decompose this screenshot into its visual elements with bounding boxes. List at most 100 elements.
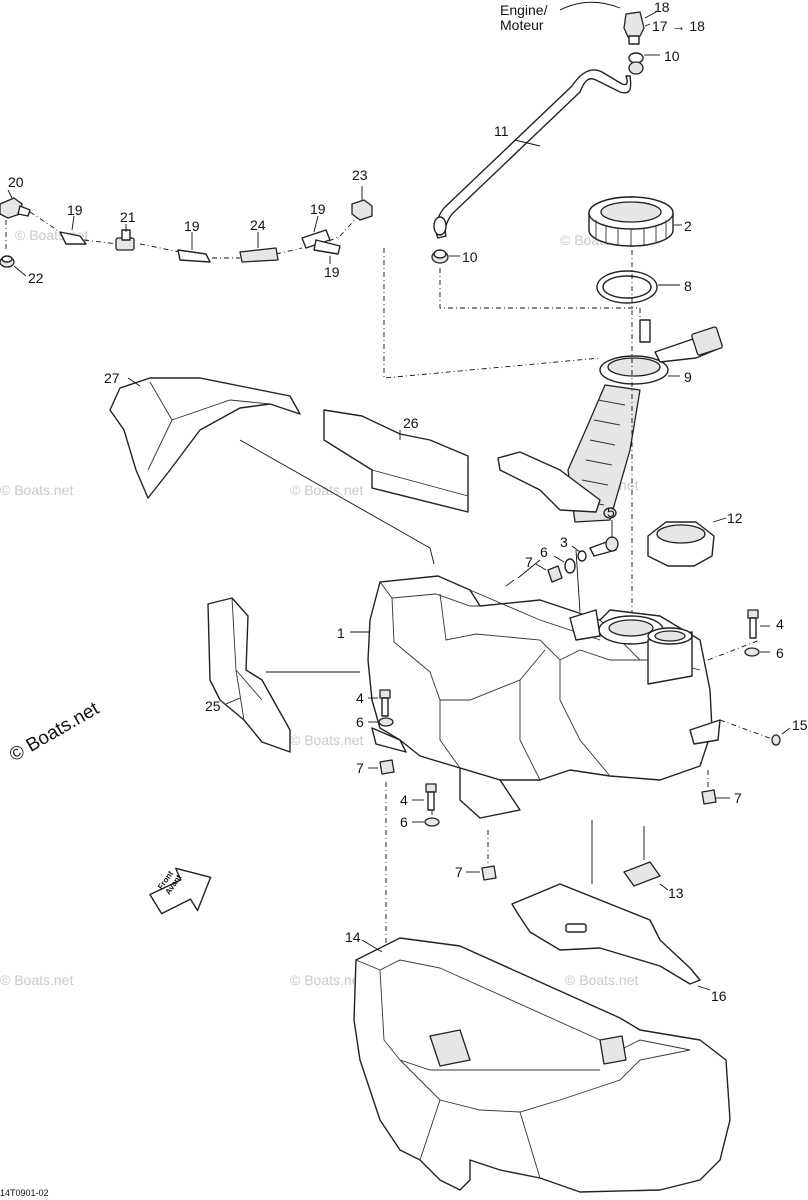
- callout-6: 6: [356, 714, 364, 730]
- callout-20: 20: [8, 174, 24, 190]
- leader-arrow: [505, 559, 541, 587]
- rollover-valve-23[interactable]: [351, 199, 373, 221]
- callout-7: 7: [455, 864, 463, 880]
- grommet-10-upper[interactable]: [628, 52, 644, 75]
- connector-24[interactable]: [239, 247, 279, 263]
- leader-arrow: [239, 439, 435, 565]
- leader-line: [313, 215, 319, 233]
- clip-15[interactable]: [771, 734, 781, 746]
- spacer-3[interactable]: [577, 550, 587, 562]
- callout-7: 7: [525, 554, 533, 570]
- heat-shield-26[interactable]: [323, 409, 469, 513]
- bolt-4-right[interactable]: [747, 609, 759, 639]
- callout-7: 7: [734, 790, 742, 806]
- tank-support-tray-14[interactable]: [353, 937, 731, 1193]
- callout-16: 16: [711, 988, 727, 1004]
- bolt-5[interactable]: [589, 536, 619, 557]
- skid-plate-16[interactable]: [511, 883, 701, 985]
- callout-14: 14: [345, 929, 361, 945]
- washer-6-upper[interactable]: [564, 558, 576, 574]
- nut-7-right[interactable]: [701, 789, 717, 805]
- callout-4: 4: [400, 792, 408, 808]
- axis-line: [383, 248, 601, 379]
- vent-line-path: [29, 211, 361, 259]
- callout-9: 9: [684, 369, 692, 385]
- watermark: © Boats.net: [0, 482, 73, 498]
- tee-fitting-21[interactable]: [115, 229, 135, 251]
- fuel-tank-1[interactable]: [367, 575, 721, 819]
- watermark: © Boats.net: [290, 482, 363, 498]
- grommet-10-lower[interactable]: [431, 249, 449, 264]
- locking-ring-2[interactable]: [588, 196, 674, 247]
- hose-19-d[interactable]: [313, 239, 341, 255]
- callout-4: 4: [356, 690, 364, 706]
- nut-7-upper[interactable]: [547, 565, 563, 583]
- callout-1: 1: [337, 625, 345, 641]
- leader-line: [127, 377, 141, 387]
- axis-line: [719, 719, 776, 741]
- watermark: © Boats.net: [290, 732, 363, 748]
- bolt-4-left[interactable]: [379, 689, 391, 717]
- leader-line: [361, 939, 383, 953]
- callout-10: 10: [664, 48, 680, 64]
- fuel-hose-11[interactable]: [433, 69, 632, 239]
- washer-6-left[interactable]: [378, 717, 394, 727]
- callout-5: 5: [607, 504, 615, 520]
- callout-26: 26: [403, 415, 419, 431]
- bolt-4-mid[interactable]: [425, 783, 437, 811]
- leader-line: [535, 563, 547, 571]
- leader-line: [13, 265, 27, 277]
- callout-19: 19: [324, 264, 340, 280]
- callout-2: 2: [684, 218, 692, 234]
- callout-19: 19: [310, 201, 326, 217]
- callout-24: 24: [250, 217, 266, 233]
- washer-6-right[interactable]: [744, 647, 760, 657]
- leader-line: [514, 139, 541, 147]
- leader-line: [571, 545, 581, 553]
- callout-19: 19: [184, 218, 200, 234]
- washer-6-mid[interactable]: [424, 817, 440, 827]
- axis-line: [431, 770, 709, 866]
- callout-17-to-18: 17 → 18: [652, 18, 705, 34]
- hose-19-a[interactable]: [59, 231, 87, 245]
- fuel-connector-17[interactable]: [623, 11, 645, 45]
- leader-line: [781, 727, 791, 735]
- callout-25: 25: [205, 698, 221, 714]
- axis-line: [707, 639, 761, 661]
- gasket-8[interactable]: [596, 270, 658, 304]
- leader-line: [553, 555, 565, 563]
- hose-19-c[interactable]: [301, 229, 331, 249]
- engine-arrow: [559, 1, 621, 11]
- leader-line: [644, 11, 657, 27]
- fuel-cap-12[interactable]: [647, 521, 715, 567]
- callout-15: 15: [792, 717, 808, 733]
- fuel-pump-module-9[interactable]: [497, 319, 723, 523]
- drawing-code: 14T0901-02: [0, 1188, 49, 1198]
- leader-arrow: [575, 549, 581, 613]
- engine-label: Engine/ Moteur: [500, 3, 547, 33]
- nut-7-left[interactable]: [379, 759, 395, 775]
- callout-13: 13: [668, 885, 684, 901]
- callout-6: 6: [776, 645, 784, 661]
- heat-shield-27[interactable]: [109, 377, 301, 499]
- callout-21: 21: [120, 209, 136, 225]
- rubber-pad-13[interactable]: [623, 861, 661, 887]
- callout-6: 6: [540, 544, 548, 560]
- callout-7: 7: [356, 760, 364, 776]
- callout-12: 12: [727, 510, 743, 526]
- callout-10: 10: [462, 249, 478, 265]
- leader-line: [697, 985, 711, 991]
- hose-19-b[interactable]: [177, 249, 211, 263]
- clamp-22[interactable]: [0, 255, 15, 268]
- watermark: © Boats.net: [0, 972, 73, 988]
- callout-19: 19: [67, 202, 83, 218]
- nut-7-mid[interactable]: [481, 865, 497, 881]
- engine-label-line2: Moteur: [500, 17, 544, 33]
- callout-6: 6: [400, 814, 408, 830]
- leader-line: [7, 189, 13, 199]
- heat-shield-25[interactable]: [207, 597, 291, 753]
- engine-label-line1: Engine/: [500, 2, 548, 18]
- callout-22: 22: [28, 270, 44, 286]
- callout-11: 11: [494, 123, 509, 139]
- vent-valve-20[interactable]: [0, 197, 31, 219]
